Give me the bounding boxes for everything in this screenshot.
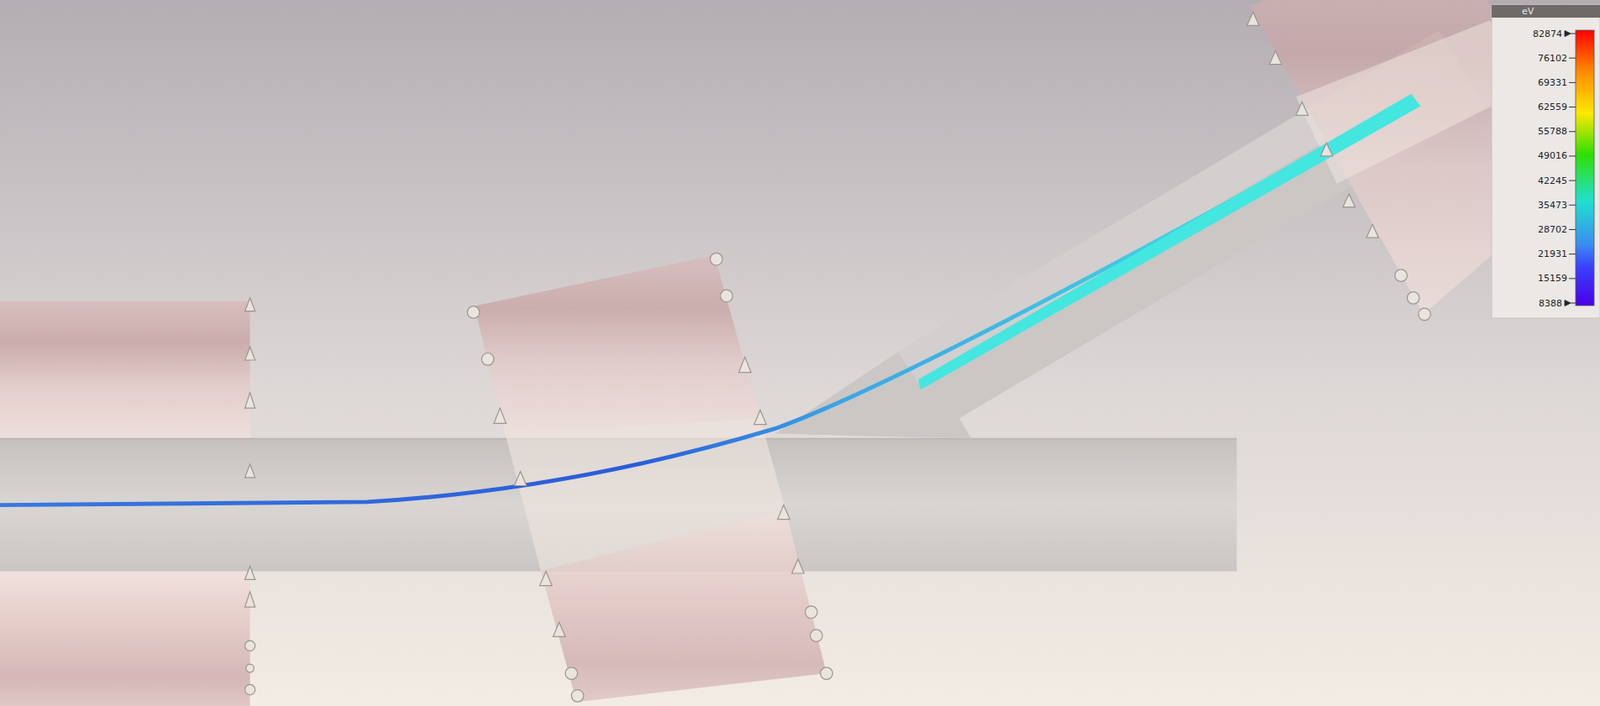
tick-mark [1570,303,1576,305]
colorbar-value: 15159 [1537,272,1568,284]
colorbar-value: 55788 [1537,125,1568,137]
tick-mark [1568,253,1576,255]
tick-mark [1568,229,1576,231]
colorbar-value: 28702 [1537,224,1568,236]
tick-mark [1568,106,1576,108]
colorbar-value: 49016 [1537,150,1568,162]
colorbar-value: 21931 [1537,248,1568,260]
colorbar-value: 8388 [1538,298,1563,310]
tick-mark [1568,57,1576,59]
tick-mark [1568,278,1576,279]
tick-mark [1568,82,1576,84]
colorbar-value: 82874 [1532,28,1563,40]
tick-mark [1570,33,1576,35]
colorbar-value: 35473 [1537,199,1568,211]
colorbar-value: 42245 [1537,175,1568,187]
tick-mark [1568,204,1576,206]
tick-mark [1568,180,1576,182]
tick-mark [1568,131,1576,132]
colorbar-value: 69331 [1537,77,1568,89]
colorbar-value: 76102 [1537,52,1568,64]
tick-mark [1568,155,1576,157]
unit-label: eV [1521,5,1534,17]
colorbar-value: 62559 [1537,101,1568,113]
end-arrow [1564,300,1571,307]
end-arrow [1564,31,1571,37]
